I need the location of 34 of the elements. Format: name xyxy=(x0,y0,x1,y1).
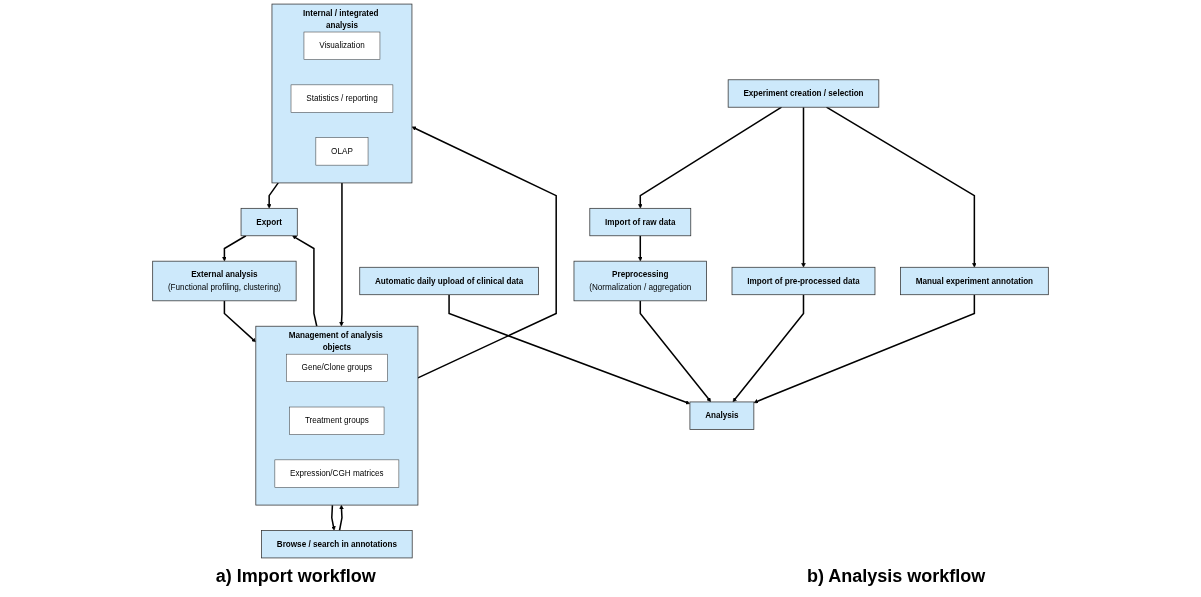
node-box: Analysis xyxy=(689,401,755,430)
node-box: OLAP xyxy=(315,137,369,166)
arrow xyxy=(638,106,783,209)
arrow xyxy=(638,235,643,262)
node-box: Import of pre-processed data xyxy=(731,266,876,296)
workflow-caption: a) Import workflow xyxy=(215,566,376,587)
arrow xyxy=(339,182,344,327)
arrow xyxy=(639,300,712,403)
arrow xyxy=(222,235,247,262)
arrow xyxy=(801,106,806,268)
arrow xyxy=(338,504,344,532)
arrow xyxy=(266,182,279,209)
node-box: Statistics / reporting xyxy=(290,84,394,113)
node-box: Expression/CGH matrices xyxy=(274,459,400,488)
node-box: Preprocessing (Normalization / aggregation xyxy=(573,260,707,302)
arrow xyxy=(448,293,691,405)
node-box: Browse / search in annotations xyxy=(261,530,413,559)
arrow xyxy=(411,126,557,379)
arrow xyxy=(223,300,256,343)
node-box: Export xyxy=(240,207,298,237)
node-box: Automatic daily upload of clinical data xyxy=(359,266,539,296)
node-box: Import of raw data xyxy=(589,207,692,237)
arrow xyxy=(825,106,977,268)
workflow-caption: b) Analysis workflow xyxy=(806,566,986,587)
node-box: Gene/Clone groups xyxy=(286,353,388,382)
arrow xyxy=(292,235,318,327)
node-box: External analysis (Functional profiling, clustering) xyxy=(152,260,297,302)
node-box: Treatment groups xyxy=(289,406,385,435)
node-box: Visualization xyxy=(303,31,381,60)
node-box: Experiment creation / selection xyxy=(727,79,880,108)
arrow xyxy=(753,293,976,404)
arrow xyxy=(331,504,336,531)
node-box: Manual experiment annotation xyxy=(900,266,1049,296)
arrow xyxy=(732,293,805,403)
